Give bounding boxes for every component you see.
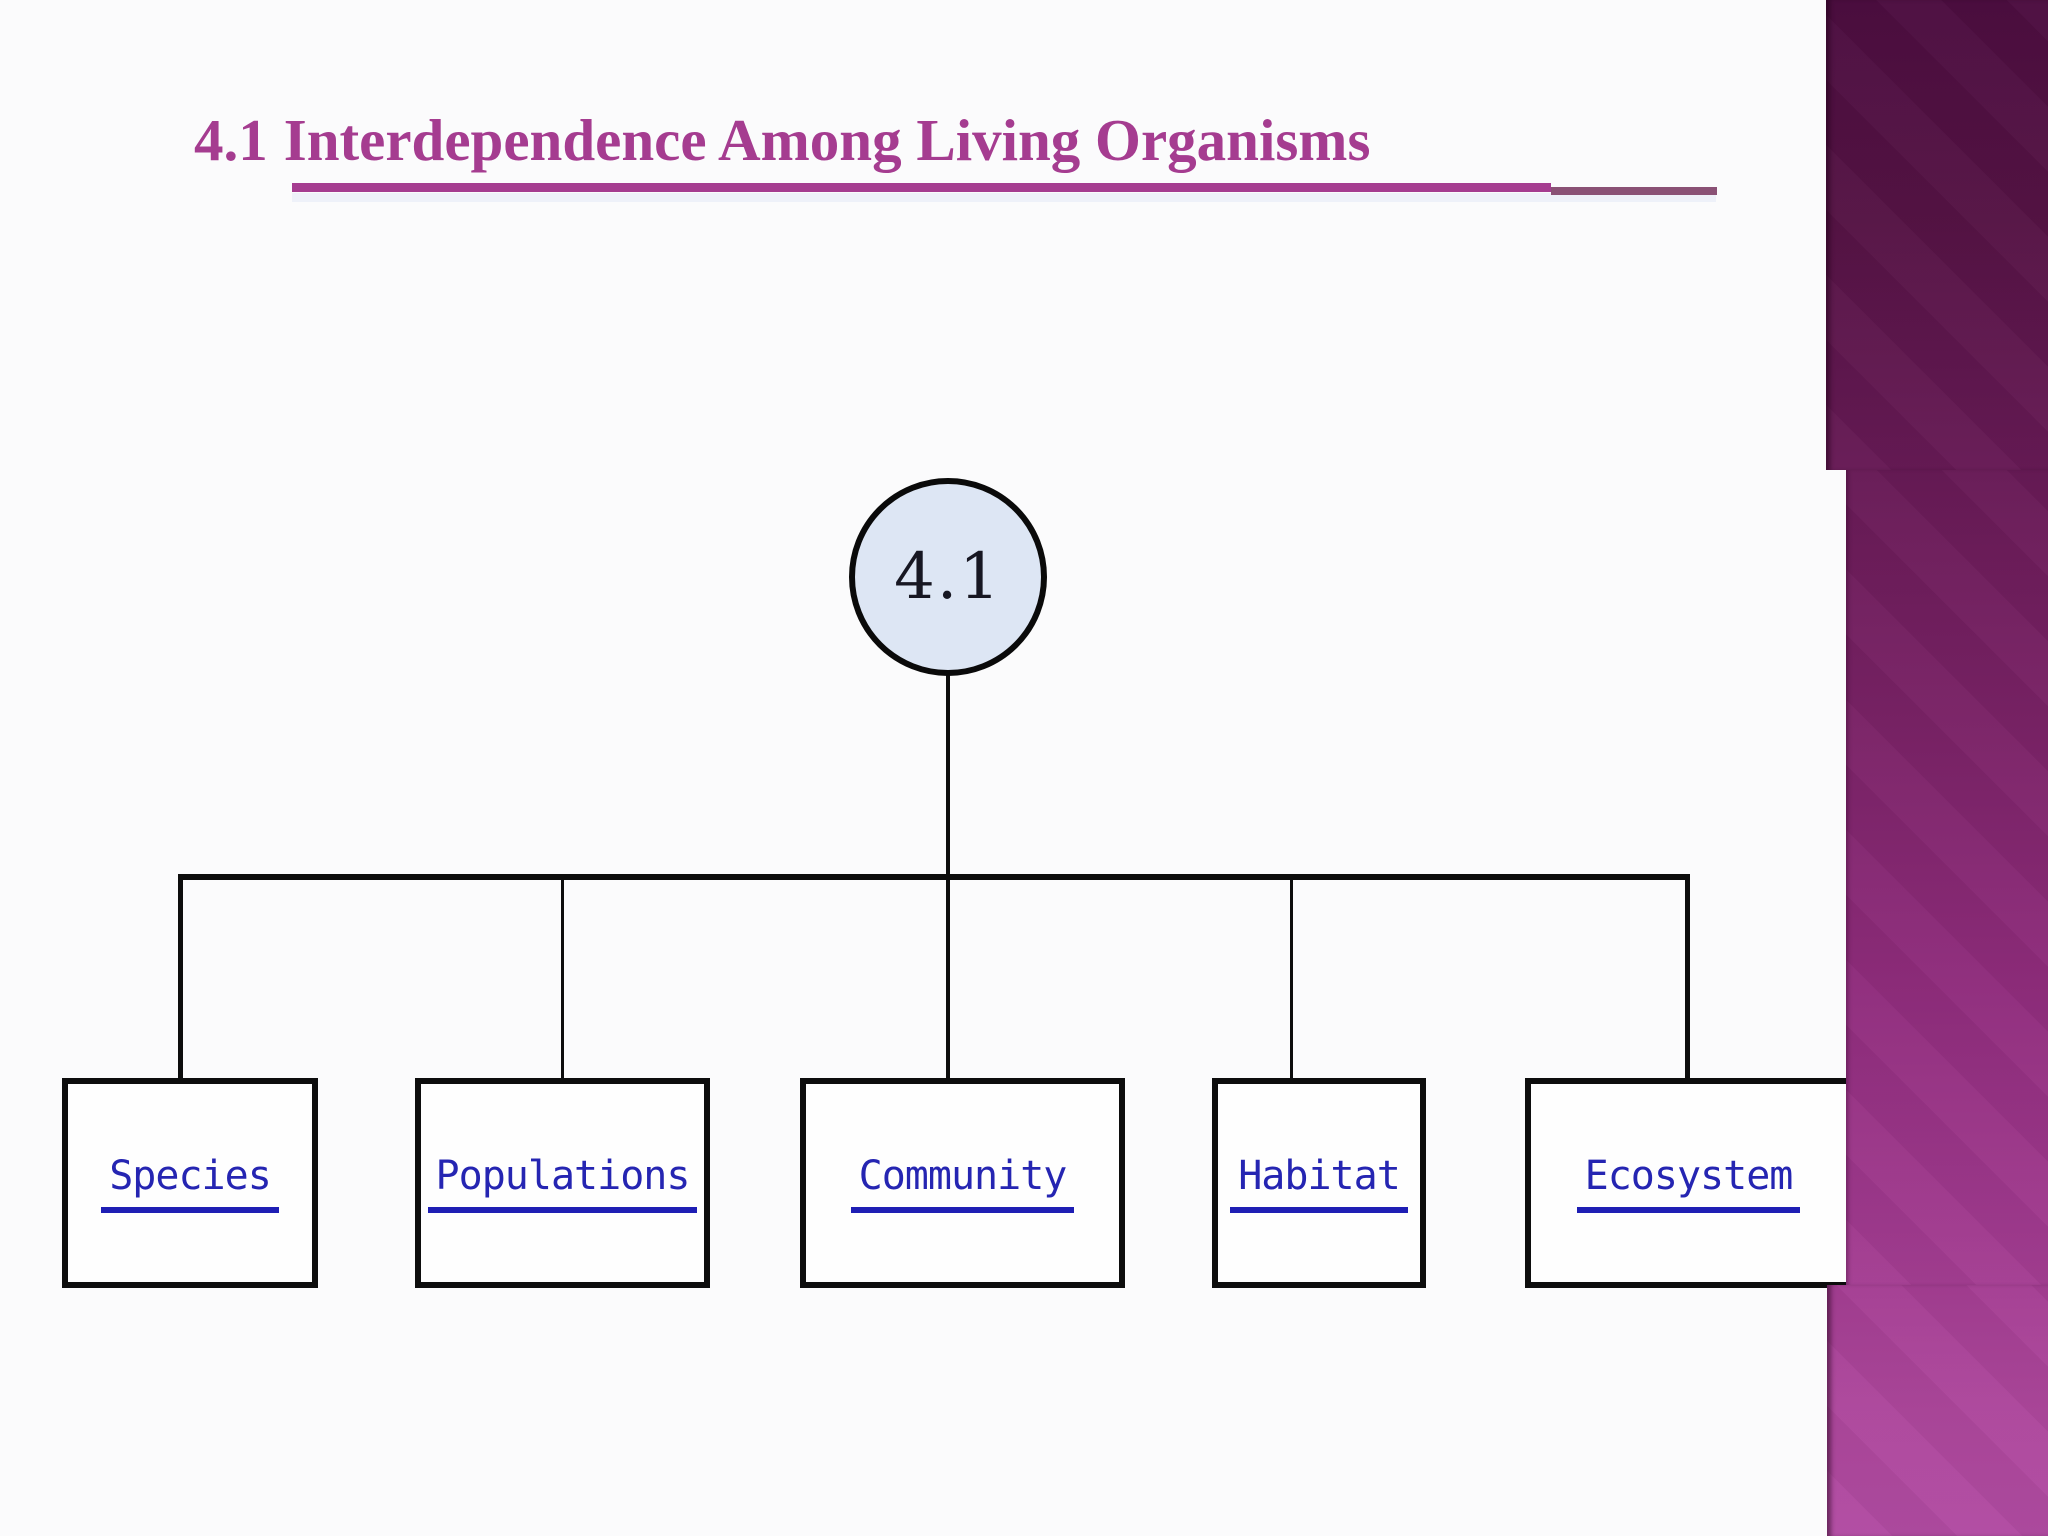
sidebar-accent-top-segment xyxy=(1826,0,2048,470)
title-underline xyxy=(292,183,1551,192)
node-label-species: Species xyxy=(101,1153,279,1213)
title-section-number: 4.1 xyxy=(194,107,268,173)
node-label-populations: Populations xyxy=(427,1153,698,1213)
title-underline-highlight xyxy=(292,193,1716,202)
node-label-community: Community xyxy=(850,1153,1075,1213)
connector-drop-species xyxy=(178,874,183,1080)
connector-drop-ecosystem xyxy=(1685,874,1690,1080)
node-box-community: Community xyxy=(800,1078,1125,1288)
sidebar-accent-middle-segment xyxy=(1846,470,2048,1285)
title-underline-extension xyxy=(1551,187,1717,195)
node-box-ecosystem: Ecosystem xyxy=(1525,1078,1852,1288)
node-box-species: Species xyxy=(62,1078,318,1288)
root-node-label: 4.1 xyxy=(894,540,1002,614)
node-box-habitat: Habitat xyxy=(1212,1078,1426,1288)
connector-drop-habitat xyxy=(1290,880,1293,1080)
sidebar-accent-bottom-segment xyxy=(1827,1285,2048,1536)
connector-drop-populations xyxy=(561,880,564,1080)
root-node-circle: 4.1 xyxy=(849,478,1047,676)
connector-horizontal-bar xyxy=(178,874,1690,880)
node-label-ecosystem: Ecosystem xyxy=(1576,1153,1801,1213)
title-text: Interdependence Among Living Organisms xyxy=(283,107,1371,173)
node-label-habitat: Habitat xyxy=(1230,1153,1408,1213)
node-box-populations: Populations xyxy=(415,1078,710,1288)
